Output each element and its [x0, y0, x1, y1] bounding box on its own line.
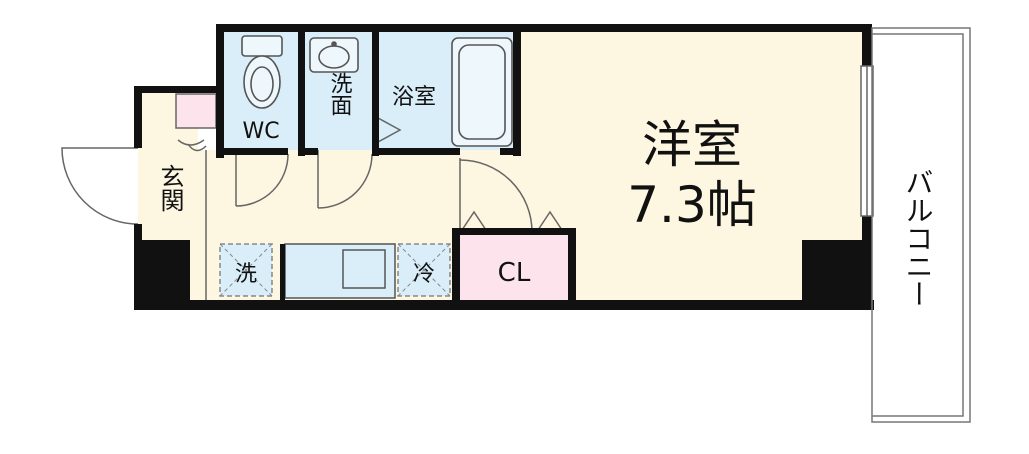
entrance-label: 玄関 — [156, 164, 184, 212]
balcony — [871, 27, 971, 423]
toilet-icon — [241, 35, 283, 109]
washbasin-icon — [309, 37, 359, 73]
toilet-door — [235, 150, 289, 207]
room-door — [459, 158, 533, 233]
bath-label: 浴室 — [392, 85, 436, 110]
balcony-label: バルコニー — [902, 168, 935, 308]
entrance-step — [177, 139, 207, 300]
western-room-size: 7.3帖 — [627, 176, 757, 234]
shoe-box — [175, 93, 217, 129]
bath-door — [377, 117, 402, 143]
window — [860, 65, 874, 217]
washer-pan — [219, 243, 273, 297]
toilet-label: WC — [242, 119, 279, 144]
washer-pan-diag-2 — [219, 243, 273, 297]
western-room-name: 洋室 — [642, 116, 742, 174]
washer-label: 洗 — [235, 262, 257, 287]
entrance-door — [61, 147, 139, 225]
fridge-label: 冷 — [413, 262, 435, 287]
washroom-door — [317, 150, 373, 209]
fridge-diag-2 — [397, 243, 451, 297]
closet-floor — [458, 232, 570, 306]
walls — [134, 24, 874, 310]
kitchen-sink — [342, 249, 386, 289]
closet-doors — [461, 210, 563, 231]
bathtub-icon — [451, 37, 513, 147]
washroom-label: 洗面 — [327, 72, 353, 116]
closet-label: CL — [498, 258, 531, 288]
